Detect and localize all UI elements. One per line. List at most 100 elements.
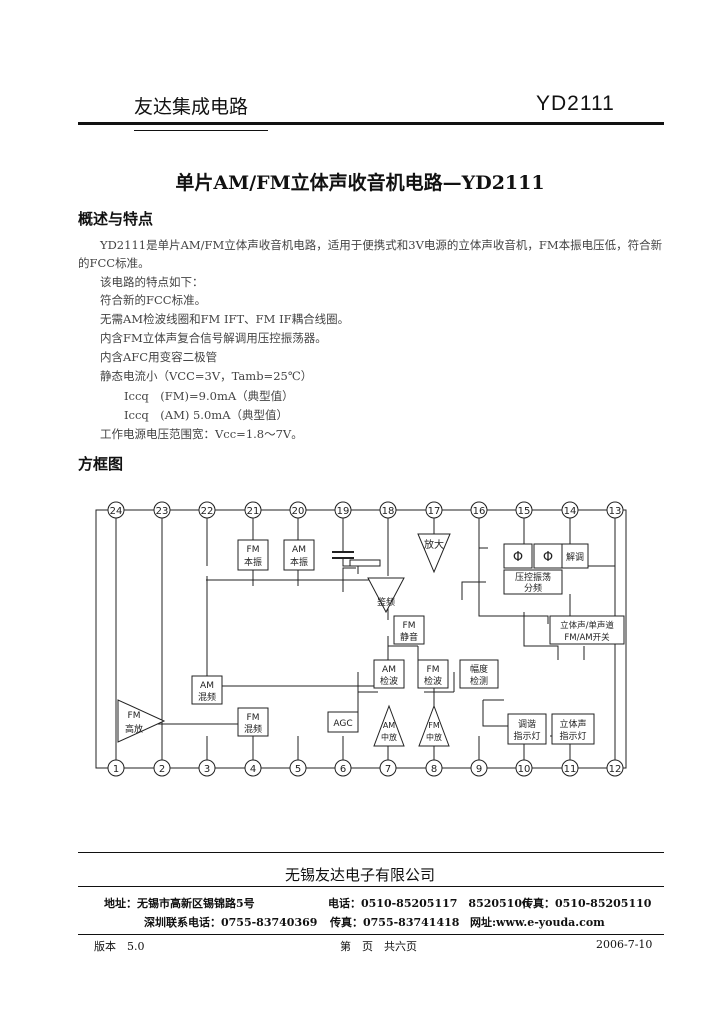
feature-item: Iccq (FM)=9.0mA（典型值） xyxy=(124,389,294,403)
stereo-indicator-label: 指示灯 xyxy=(559,730,586,742)
am-detector-label: AM xyxy=(382,665,396,675)
resistor-icon xyxy=(349,559,381,567)
detector-label: 鉴频 xyxy=(377,596,395,608)
am-mixer-block xyxy=(191,675,223,705)
fm-osc-label: 本振 xyxy=(244,556,262,568)
demod-label: 解调 xyxy=(566,551,584,563)
pin-label: 10 xyxy=(518,764,531,775)
pin-label: 11 xyxy=(564,764,577,775)
pin-label: 21 xyxy=(247,506,260,517)
pin-label: 22 xyxy=(201,506,214,517)
fm-mixer-block xyxy=(237,707,269,737)
footer-company: 无锡友达电子有限公司 xyxy=(284,866,435,884)
fm-if-amp-triangle-icon xyxy=(418,704,450,747)
block-diagram-heading: 方框图 xyxy=(78,455,124,473)
phase-symbol: Φ xyxy=(513,550,523,565)
phase-symbol: Φ xyxy=(543,550,553,565)
footer-fax: 传真：0510-85205110 xyxy=(522,897,652,910)
overview-heading: 概述与特点 xyxy=(78,210,154,228)
am-detector-block xyxy=(373,659,405,689)
pin-label: 20 xyxy=(292,506,305,517)
chip-outline xyxy=(95,509,627,769)
vco-label: 压控振荡 xyxy=(515,571,551,583)
phase-detector-block xyxy=(533,543,563,569)
level-detector-block xyxy=(459,659,499,689)
fm-rf-label: 高放 xyxy=(125,723,143,735)
stereo-indicator-block xyxy=(551,713,595,745)
pin-label: 1 xyxy=(113,764,119,775)
header-model: YD2111 xyxy=(536,92,615,115)
stereo-switch-block xyxy=(549,615,625,645)
pin-label: 16 xyxy=(473,506,486,517)
pin-label: 6 xyxy=(340,764,346,775)
fm-rf-label: FM xyxy=(128,711,141,721)
stereo-switch-label: FM/AM开关 xyxy=(564,632,610,643)
fm-detector-block xyxy=(417,659,449,689)
bottom-pins: 1 2 3 4 5 6 7 8 9 10 11 12 xyxy=(107,759,624,777)
agc-label: AGC xyxy=(333,719,352,729)
header-company: 友达集成电路 xyxy=(134,96,249,118)
am-mixer-label: AM xyxy=(200,681,214,691)
footer-rule-top xyxy=(78,852,664,853)
pin-label: 4 xyxy=(250,764,256,775)
pin-label: 13 xyxy=(609,506,622,517)
footer-website: 网址:www.e-youda.com xyxy=(470,916,605,929)
am-if-label: AM xyxy=(383,721,395,730)
feature-item: 符合新的FCC标准。 xyxy=(100,293,207,307)
fm-mixer-label: FM xyxy=(247,713,260,723)
am-if-label: 中放 xyxy=(381,732,397,742)
pin-label: 9 xyxy=(476,764,482,775)
stereo-switch-label: 立体声/单声道 xyxy=(560,620,614,631)
fm-quiet-block xyxy=(393,615,425,645)
level-detector-label: 检测 xyxy=(470,675,488,687)
fm-mixer-label: 混频 xyxy=(244,723,262,735)
feature-item: 内含AFC用变容二极管 xyxy=(100,350,218,364)
demod-block xyxy=(561,543,589,569)
feature-item: 无需AM检波线圈和FM IFT、FM IF耦合线圈。 xyxy=(100,312,350,326)
capacitor-icon xyxy=(332,551,354,559)
document-title: 单片AM/FM立体声收音机电路—YD2111 xyxy=(175,172,545,194)
vco-block xyxy=(503,569,563,595)
am-if-amp-triangle-icon xyxy=(373,704,405,747)
fm-if-label: 中放 xyxy=(426,732,442,742)
tuning-indicator-block xyxy=(507,713,547,745)
top-pins: 24 23 22 21 20 19 18 17 16 15 14 13 xyxy=(107,501,624,519)
stereo-indicator-label: 立体声 xyxy=(559,718,586,730)
features-intro: 该电路的特点如下： xyxy=(100,275,204,289)
fm-detector-label: 检波 xyxy=(424,675,442,687)
footer-sz-phone: 深圳联系电话：0755-83740369 xyxy=(144,916,318,929)
footer-rule-mid xyxy=(78,886,664,887)
fm-quiet-label: 静音 xyxy=(400,631,418,643)
pin-label: 24 xyxy=(110,506,123,517)
pin-label: 3 xyxy=(204,764,210,775)
header-rule xyxy=(78,122,664,125)
footer-rule-bottom xyxy=(78,934,664,935)
block-diagram: 24 23 22 21 20 19 18 17 16 15 14 13 1 2 … xyxy=(95,501,627,777)
footer-phone: 电话：0510-85205117 85205106 xyxy=(328,897,530,910)
feature-item: 静态电流小（VCC=3V，Tamb=25℃） xyxy=(100,369,313,383)
pin-label: 17 xyxy=(428,506,441,517)
fm-detector-label: FM xyxy=(427,665,440,675)
pin-label: 14 xyxy=(564,506,577,517)
pin-label: 23 xyxy=(156,506,169,517)
fm-if-label: FM xyxy=(428,721,440,730)
footer-date: 2006-7-10 xyxy=(596,938,653,951)
pin-label: 7 xyxy=(385,764,391,775)
vco-label: 分频 xyxy=(524,582,542,594)
feature-item: Iccq (AM) 5.0mA（典型值） xyxy=(124,408,288,422)
detector-triangle-icon xyxy=(367,577,405,614)
overview-intro: YD2111是单片AM/FM立体声收音机电路，适用于便携式和3V电源的立体声收音… xyxy=(78,238,663,270)
feature-item: 工作电源电压范围宽：Vcc=1.8～7V。 xyxy=(100,427,303,441)
tuning-indicator-label: 指示灯 xyxy=(513,730,540,742)
fm-rf-amp-triangle-icon xyxy=(117,699,166,743)
amplifier-triangle-icon xyxy=(417,533,451,574)
pin-label: 15 xyxy=(518,506,531,517)
footer-sz-fax: 传真：0755-83741418 xyxy=(330,916,460,929)
am-osc-label: AM xyxy=(292,545,306,555)
amp-label: 放大 xyxy=(424,538,444,551)
fm-quiet-label: FM xyxy=(403,621,416,631)
fm-osc-block xyxy=(237,539,269,571)
pin-label: 12 xyxy=(609,764,622,775)
footer-page: 第 页 共六页 xyxy=(340,940,417,953)
feature-item: 内含FM立体声复合信号解调用压控振荡器。 xyxy=(100,331,327,345)
